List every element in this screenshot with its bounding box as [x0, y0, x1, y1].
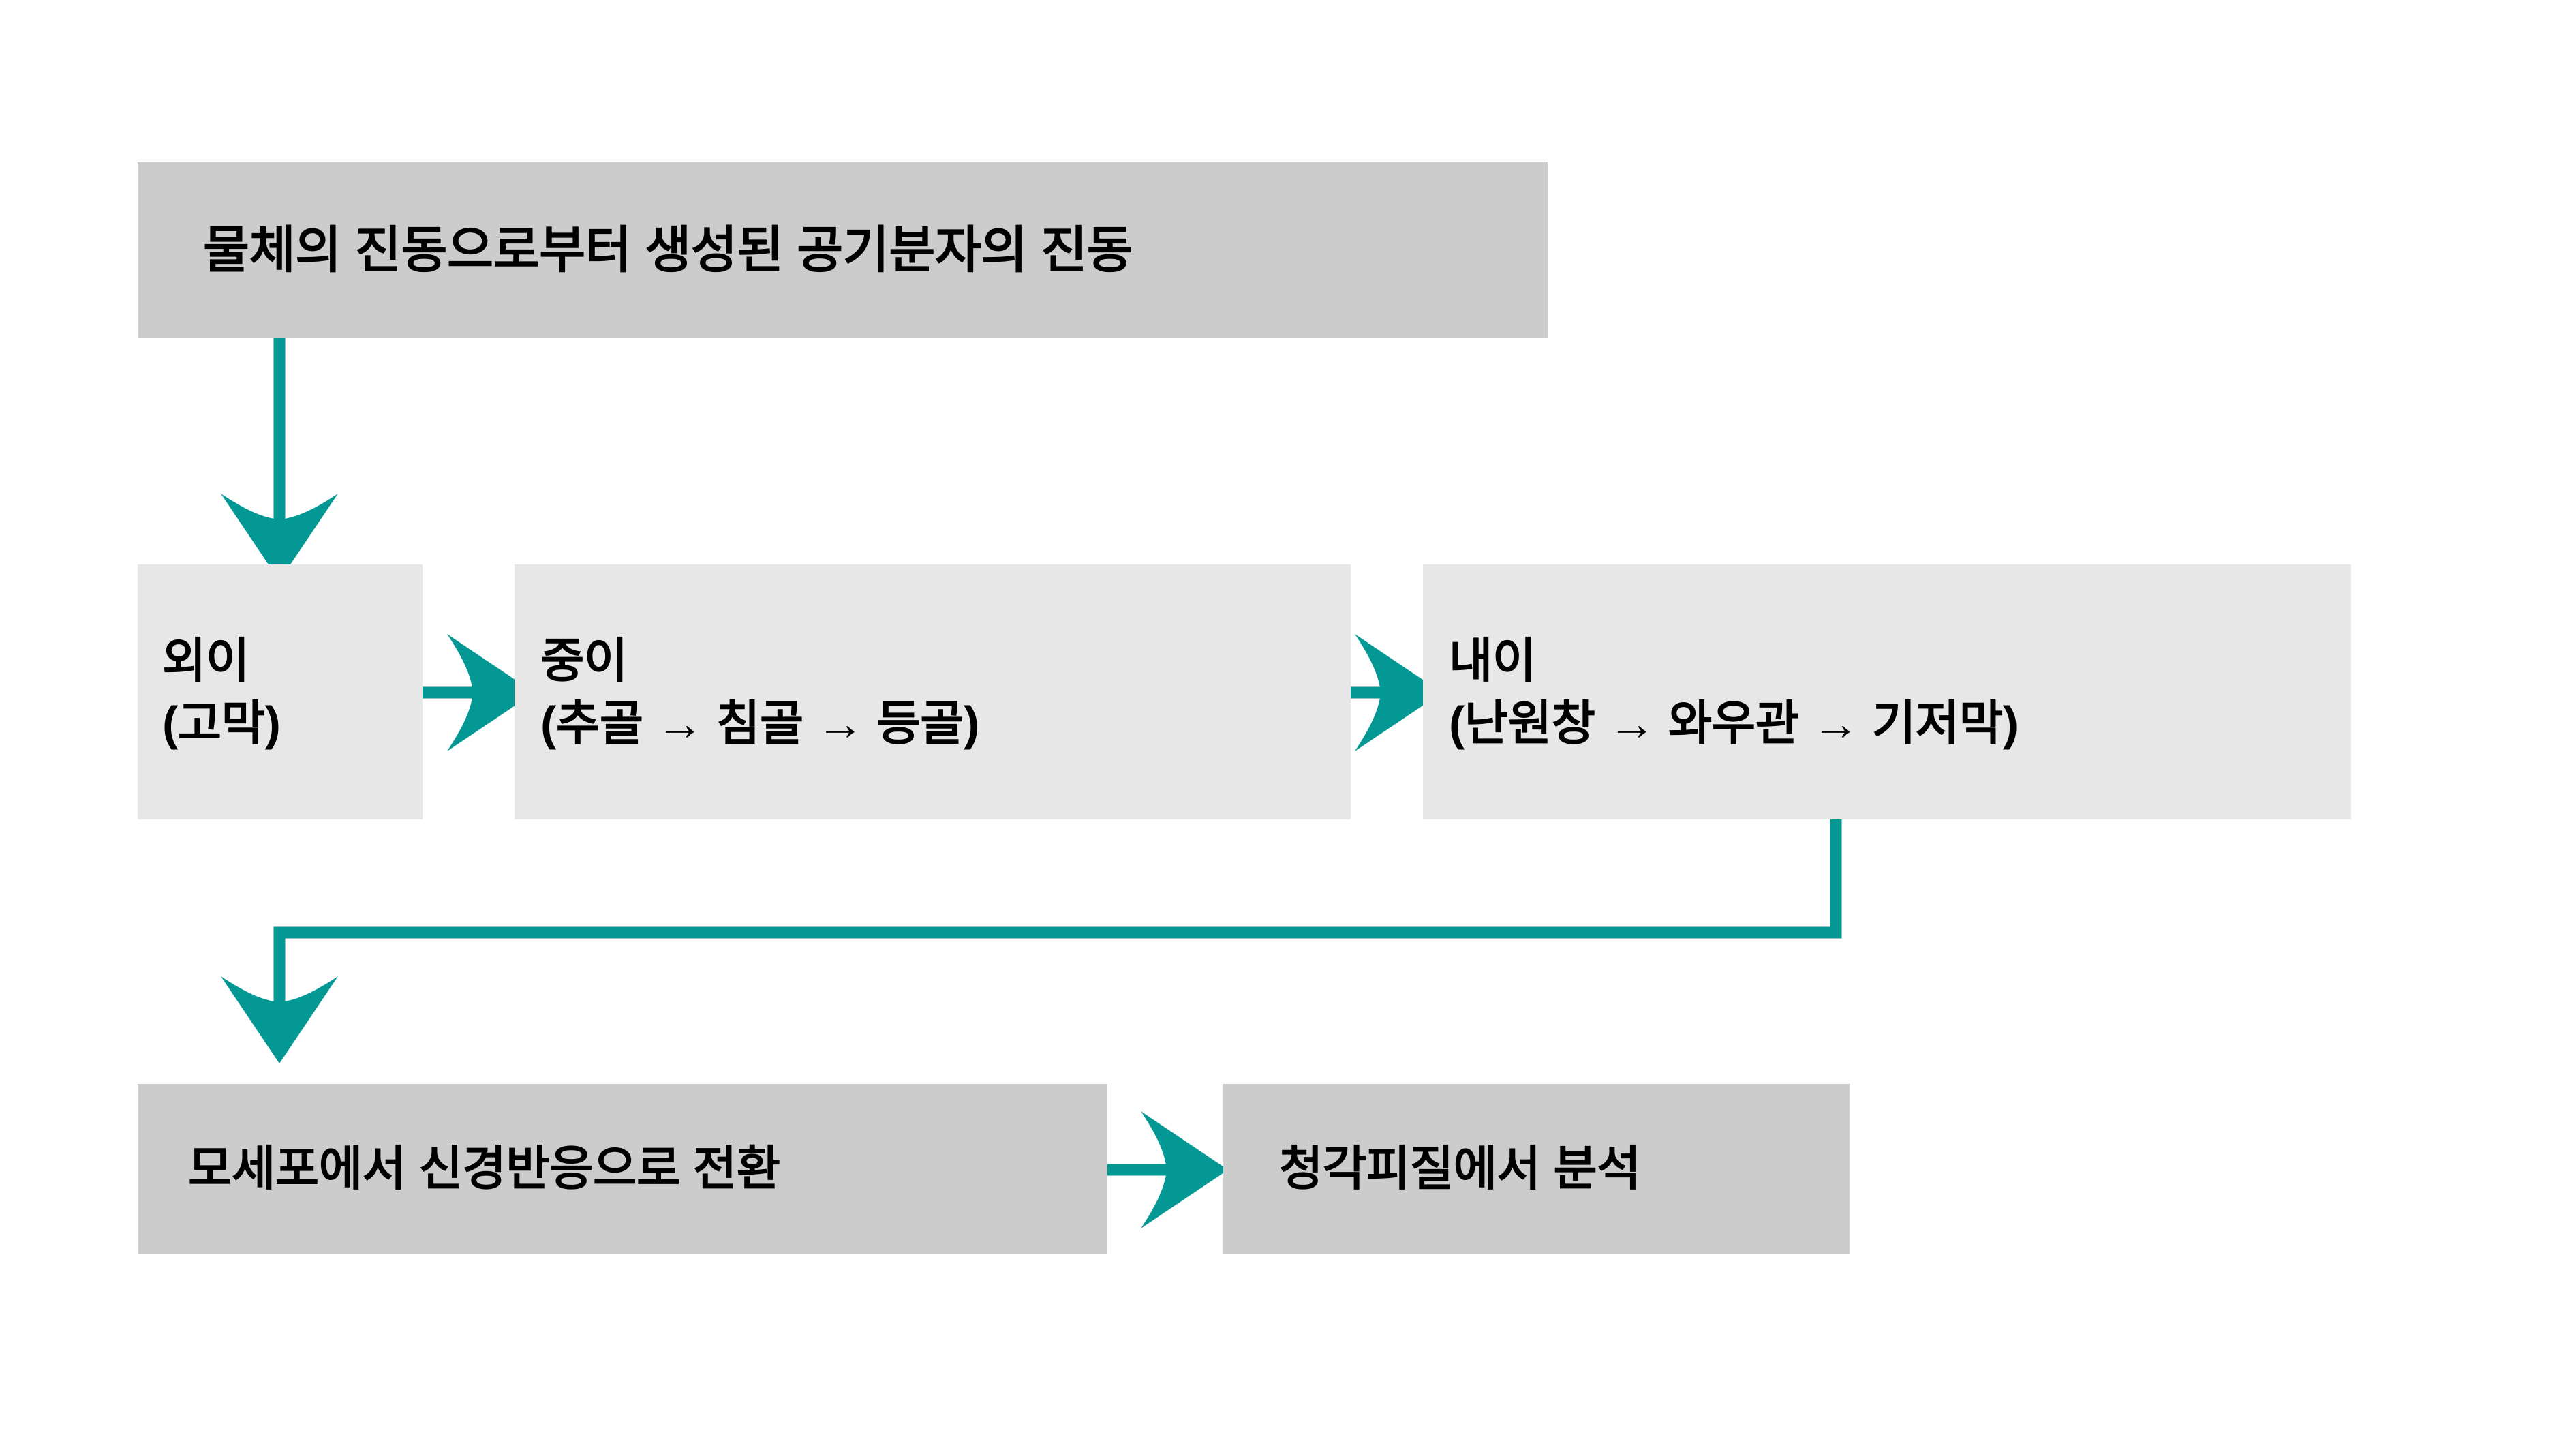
- node-hair-cell-label: 모세포에서 신경반응으로 전환: [188, 1142, 780, 1196]
- connector-source-to-outer-ear: [221, 338, 338, 581]
- connector-inner-ear-to-hair-cell: [221, 819, 1842, 1063]
- node-outer-ear-title: 외이: [162, 633, 249, 687]
- node-middle-ear-title: 중이: [540, 633, 628, 687]
- node-sound-source-label: 물체의 진동으로부터 생성된 공기분자의 진동: [203, 221, 1133, 278]
- node-hair-cell: 모세포에서 신경반응으로 전환: [138, 1084, 1107, 1254]
- node-auditory-cortex-label: 청각피질에서 분석: [1279, 1142, 1641, 1196]
- node-middle-ear-detail: (추골 → 침골 → 등골): [540, 697, 979, 750]
- node-inner-ear-title: 내이: [1449, 633, 1536, 687]
- connector-hair-cell-to-auditory-cortex: [1107, 1111, 1228, 1228]
- node-outer-ear-detail: (고막): [162, 697, 281, 750]
- node-auditory-cortex: 청각피질에서 분석: [1223, 1084, 1850, 1254]
- node-outer-ear: 외이 (고막): [138, 564, 423, 819]
- node-inner-ear-detail: (난원창 → 와우관 → 기저막): [1449, 697, 2019, 750]
- node-inner-ear: 내이 (난원창 → 와우관 → 기저막): [1423, 564, 2351, 819]
- node-sound-source: 물체의 진동으로부터 생성된 공기분자의 진동: [138, 162, 1548, 338]
- node-middle-ear: 중이 (추골 → 침골 → 등골): [515, 564, 1351, 819]
